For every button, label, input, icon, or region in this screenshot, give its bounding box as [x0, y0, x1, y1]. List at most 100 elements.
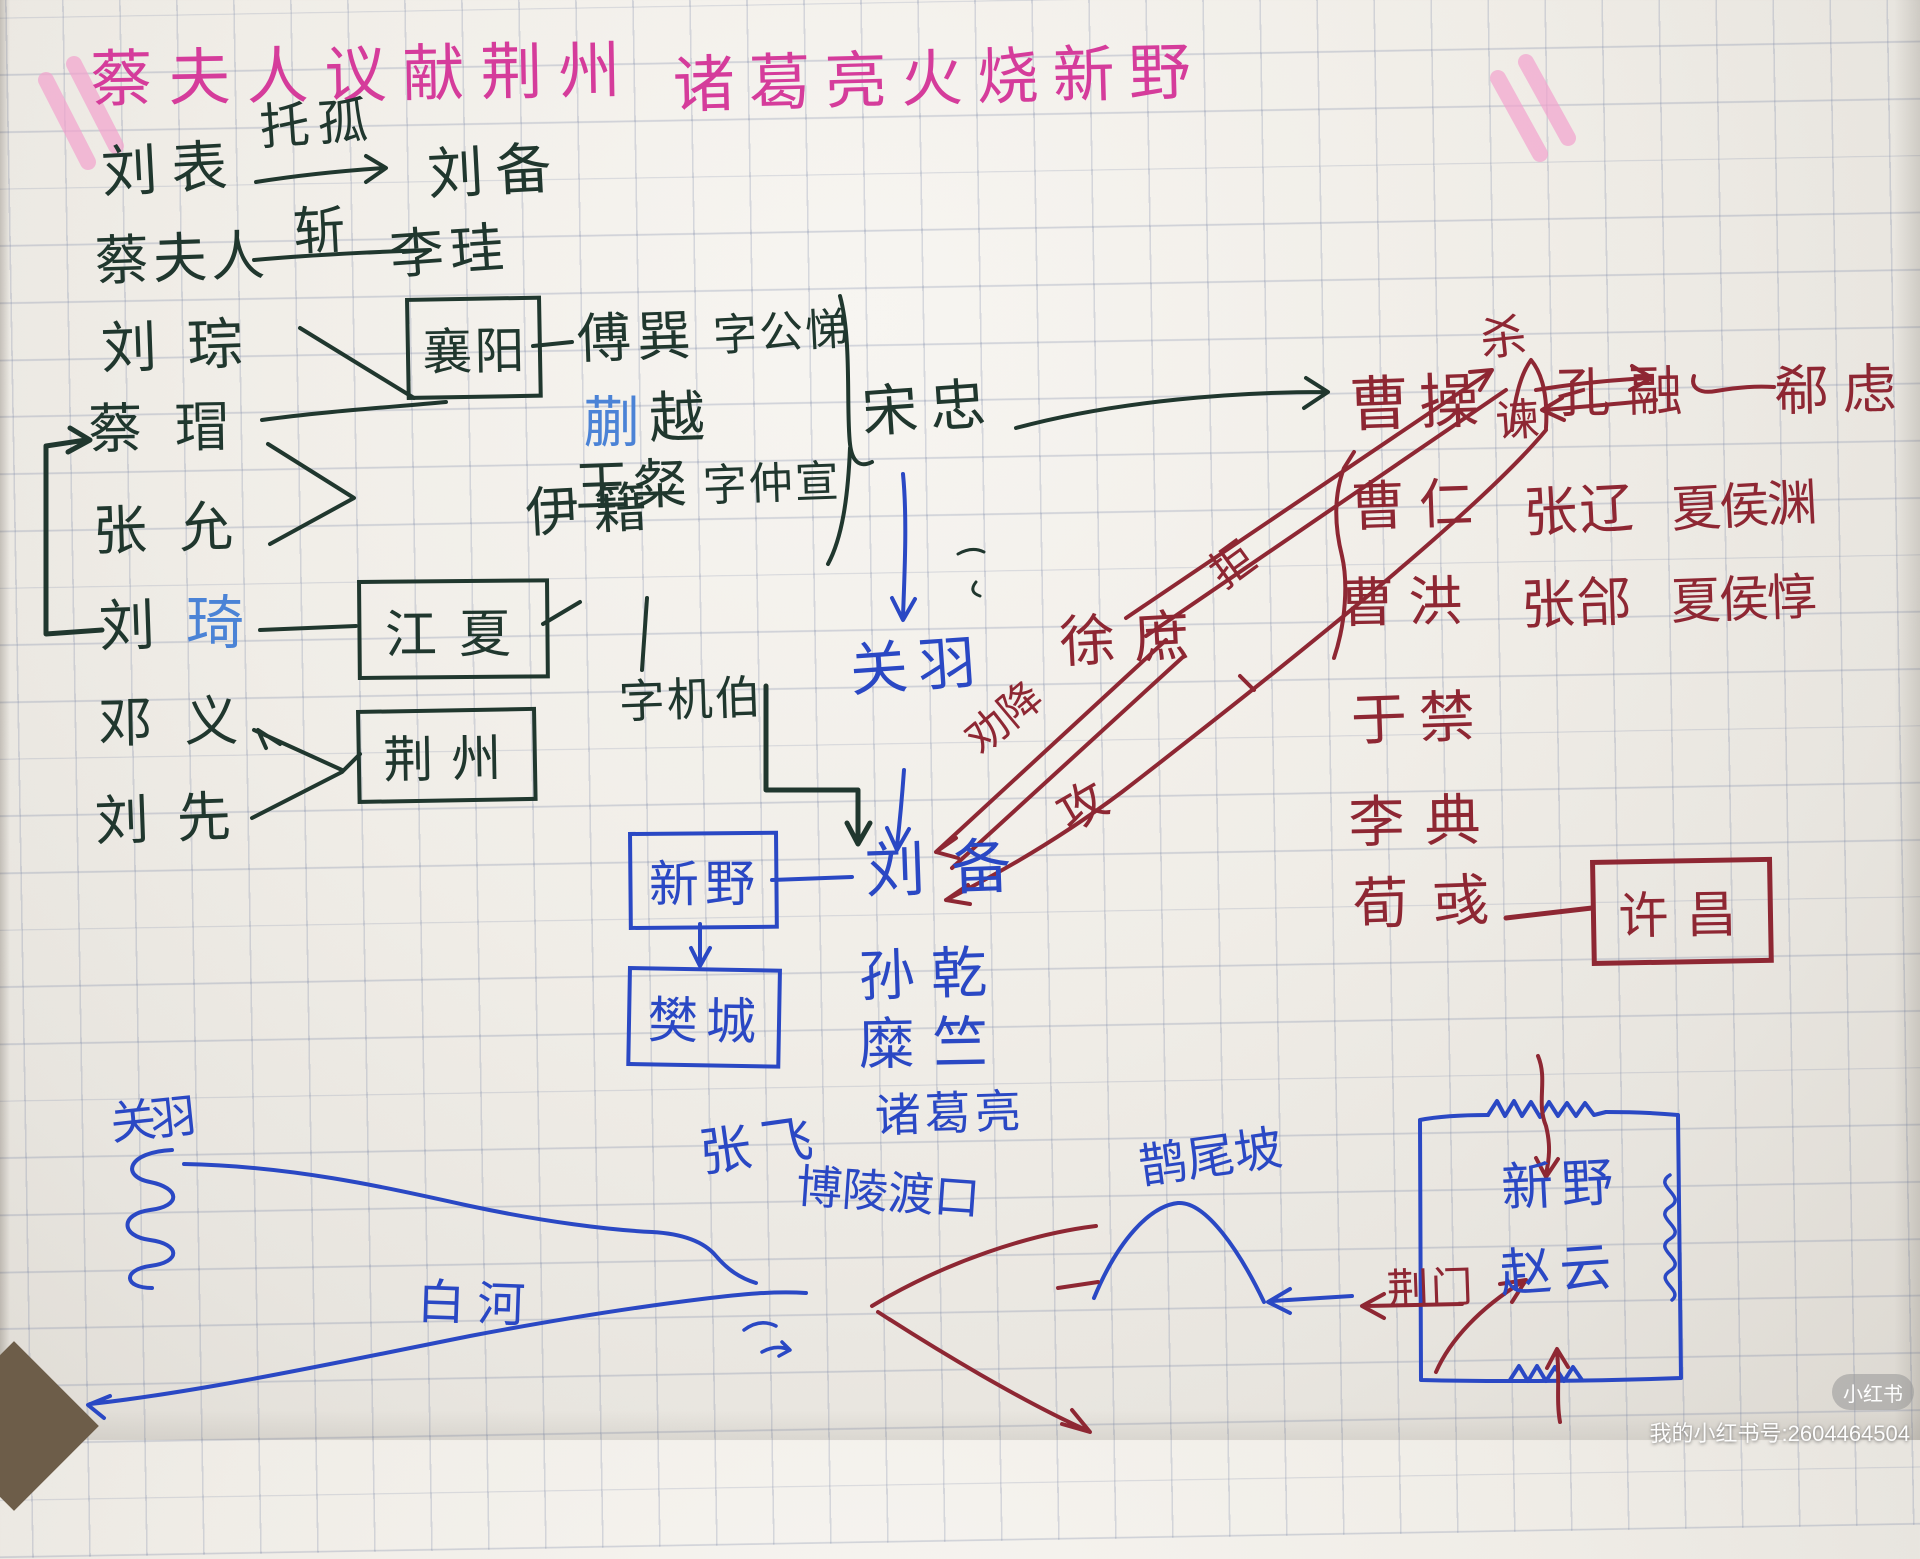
red-dash-hill	[1056, 1280, 1100, 1290]
xinye-box: 新野	[628, 830, 779, 930]
jingzhou-box: 荆州	[356, 706, 538, 804]
red-arrow-into-top	[1534, 1054, 1560, 1179]
tick-marks	[956, 547, 986, 598]
kong-rong-label: 孔融	[1555, 361, 1701, 424]
xushu-dun-mark	[1238, 674, 1256, 692]
xiangyang-link	[531, 340, 574, 348]
liuqi-jiangxia-link	[258, 624, 358, 632]
yi-ji-label: 伊籍	[523, 476, 663, 544]
cai-mao-label: 蔡瑁	[87, 396, 261, 460]
pink-slash-left	[38, 56, 124, 170]
edge-jingmen-label: 荆门	[1385, 1262, 1476, 1313]
city-box-zigzag-top	[1486, 1099, 1608, 1119]
river-fork-marks	[742, 1321, 792, 1358]
zhang-liao-label: 张辽	[1521, 478, 1637, 544]
red-arrow-west	[1360, 1292, 1464, 1320]
xu-shu-label: 徐庶	[1057, 603, 1209, 674]
blue-arrow-to-guanyu	[890, 472, 917, 622]
red-downstream-arrow	[876, 1310, 1092, 1434]
blue-arrow-west	[1266, 1287, 1354, 1315]
pink-slash-right	[1490, 54, 1576, 162]
fancheng-box: 樊城	[626, 966, 782, 1069]
xun-yu-label: 荀彧	[1351, 867, 1514, 936]
guan-yu-label: 关羽	[847, 629, 989, 704]
xinye-liubei-link	[770, 875, 854, 882]
city-box-right-squiggle	[1663, 1173, 1677, 1302]
diagram-strokes	[38, 54, 1776, 1434]
jian-arrow-left	[1540, 396, 1658, 422]
xiangyang-box: 襄阳	[405, 295, 543, 400]
xuchang-box-label: 许昌	[1618, 886, 1755, 945]
red-fork-top	[1510, 358, 1549, 432]
xi-lv-label: 郗虑	[1773, 359, 1911, 422]
fu-xun-courtesy-label: 字公悌	[711, 304, 853, 361]
zhang-yun-label: 张允	[91, 495, 266, 562]
cao-hong-label: 曹洪	[1339, 571, 1477, 634]
liu-xian-label: 刘先	[93, 786, 260, 852]
yi-ji-courtesy-label: 字机伯	[617, 670, 764, 728]
xiangyang-box-label: 襄阳	[421, 322, 527, 381]
cai-furen-label: 蔡夫人	[93, 225, 270, 292]
qi-of-liuqi-label: 琦	[186, 591, 245, 656]
city-box-zigzag-bottom	[1508, 1364, 1584, 1383]
kuai-of-kuaiyue-label: 蒯	[584, 391, 640, 454]
left-bracket-arrow	[43, 425, 105, 637]
city-box-outline	[1418, 1110, 1683, 1384]
songzhong-caocao-arrow	[1014, 376, 1330, 430]
title-right-label: 诸葛亮火烧新野	[671, 38, 1206, 121]
edge-jian-label: 谏	[1493, 394, 1542, 447]
quanxiang-double-arrow	[934, 638, 1186, 870]
bai-he-label: 白河	[416, 1276, 539, 1334]
yue-of-kuaiyue-label: 越	[647, 385, 707, 450]
red-arrow-up-bottom	[1545, 1347, 1570, 1424]
deng-yi-label: 邓义	[97, 690, 271, 754]
song-zhong-label: 宋忠	[859, 371, 1000, 444]
kongrong-xilv-link	[1691, 374, 1776, 394]
guanyu-sandbag-coil	[125, 1148, 176, 1290]
caifuren-diagonal	[298, 326, 416, 400]
jiangxia-yiji-link	[541, 600, 582, 626]
liu-cong-label: 刘琮	[99, 310, 274, 380]
xiaohongshu-logo: 小红书	[1832, 1374, 1914, 1410]
jingzhou-box-label: 荆州	[382, 730, 520, 789]
brace-xiangyang-group	[826, 294, 874, 566]
cao-ren-label: 曹仁	[1349, 473, 1488, 538]
xunyu-xuchang-link	[1503, 905, 1595, 921]
cao-cao-label: 曹操	[1347, 367, 1491, 439]
tuogu-arrow	[254, 154, 388, 184]
xiahou-dun-label: 夏侯惇	[1669, 568, 1816, 630]
liu-biao-label: 刘表	[99, 133, 243, 204]
watermark-account-number: 我的小红书号:2604464504	[1649, 1421, 1910, 1446]
edge-sha-label: 杀	[1477, 309, 1529, 366]
xuchang-box: 许昌	[1590, 856, 1774, 966]
paper-edge-shading	[0, 0, 1920, 1440]
zhang-he-label: 张郃	[1519, 572, 1634, 636]
sha-arrow-right	[1534, 364, 1654, 392]
river-lower-arrow	[86, 1290, 808, 1420]
guan-yu-river-label: 关羽	[107, 1089, 193, 1150]
quewei-hill	[1092, 1200, 1266, 1304]
yiji-vert-dash	[640, 596, 649, 672]
gong-arrow-line	[944, 428, 1548, 906]
zhan-underline	[252, 248, 432, 262]
liu-bei-top-label: 刘备	[425, 135, 565, 206]
xinye-fancheng-arrow	[689, 922, 712, 968]
ju-double-arrow	[1124, 368, 1508, 638]
jiangxia-box: 江夏	[357, 578, 550, 680]
li-dian-label: 李典	[1347, 788, 1502, 854]
sun-qian-label: 孙乾	[857, 939, 1005, 1008]
zhuge-liang-label: 诸葛亮	[873, 1084, 1026, 1142]
fancheng-box-label: 樊城	[647, 992, 765, 1051]
red-river-to-hill	[870, 1224, 1098, 1308]
xiaohongshu-logo-text: 小红书	[1843, 1383, 1903, 1406]
liu-of-liuqi-label: 刘	[97, 593, 157, 658]
blue-arrow-to-liubei	[885, 768, 911, 852]
jiangxia-box-label: 江夏	[384, 604, 534, 665]
boling-ferry-label: 博陵渡口	[794, 1160, 982, 1225]
xiahou-yuan-label: 夏侯渊	[1669, 474, 1817, 538]
edge-zhan-label: 斩	[291, 201, 347, 262]
xinye-box-label: 新野	[648, 855, 762, 913]
fu-xun-label: 傅巽	[575, 305, 698, 370]
yiji-elbow-arrow	[763, 683, 873, 847]
